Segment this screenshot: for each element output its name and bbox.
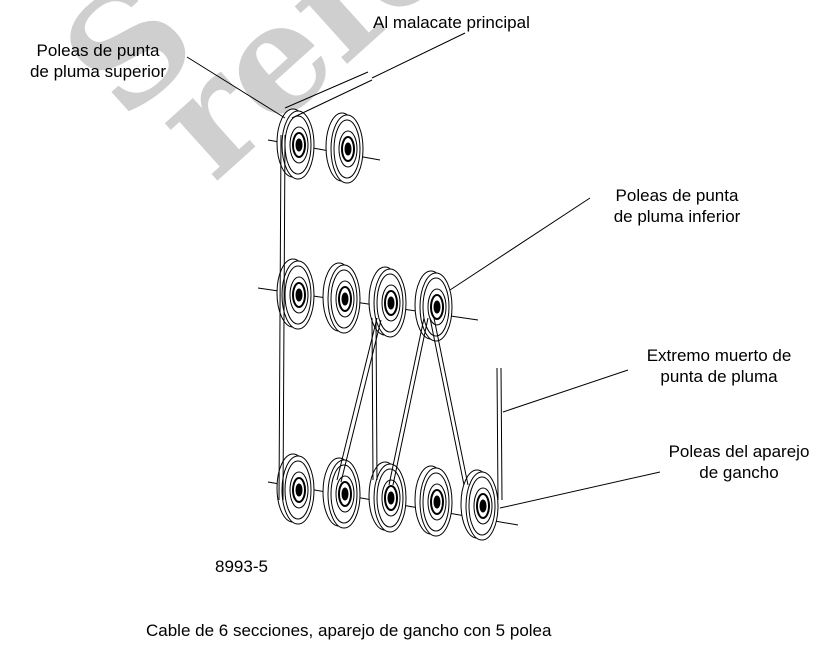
sheave xyxy=(276,453,315,525)
label-dead-end-line2: punta de pluma xyxy=(660,367,778,386)
sheave xyxy=(368,461,407,533)
label-dead-end-line1: Extremo muerto de xyxy=(646,346,792,365)
sheave xyxy=(276,258,315,330)
label-lower-sheaves-line2: de pluma inferior xyxy=(613,207,741,226)
label-upper-sheaves-line1: Poleas de punta xyxy=(36,41,160,60)
sheave xyxy=(414,270,453,342)
sheave xyxy=(414,465,453,537)
figure-caption: Cable de 6 secciones, aparejo de gancho … xyxy=(146,621,552,640)
sheave xyxy=(322,457,361,529)
leader-upper-sheaves xyxy=(186,56,286,119)
wire-rope xyxy=(186,32,661,509)
label-hook-block-line2: de gancho xyxy=(699,463,779,482)
cable-left-vertical xyxy=(278,134,286,501)
sheave xyxy=(460,469,499,541)
label-lower-sheaves-line1: Poleas de punta xyxy=(615,186,739,205)
label-upper-sheaves-line2: de pluma superior xyxy=(29,62,167,81)
cable-cross-3 xyxy=(388,317,429,486)
label-upper-sheaves: Poleas de punta de pluma superior xyxy=(0,40,196,82)
sheaves xyxy=(257,108,519,541)
leader-main-hoist xyxy=(371,32,466,79)
leader-lower-sheaves xyxy=(449,197,591,291)
label-hook-block: Poleas del aparejo de gancho xyxy=(646,441,832,483)
cable-to-main-hoist xyxy=(284,71,373,119)
cable-dead-end xyxy=(496,367,503,501)
hook-block-sheaves xyxy=(267,453,519,541)
label-main-hoist: Al malacate principal xyxy=(373,13,530,32)
cable-cross-2 xyxy=(371,317,378,481)
sheave xyxy=(325,112,364,184)
leader-hook-block xyxy=(499,471,661,509)
label-dead-end: Extremo muerto de punta de pluma xyxy=(624,345,814,387)
sheave xyxy=(322,262,361,334)
cable-cross-4 xyxy=(429,317,469,486)
figure-number: 8993-5 xyxy=(215,557,268,576)
label-lower-sheaves: Poleas de punta de pluma inferior xyxy=(592,185,762,227)
leader-dead-end xyxy=(502,369,629,413)
lower-boom-tip-sheaves xyxy=(257,258,479,342)
sheave xyxy=(276,108,315,180)
cable-cross-1 xyxy=(336,317,382,483)
label-hook-block-line1: Poleas del aparejo xyxy=(668,442,810,461)
